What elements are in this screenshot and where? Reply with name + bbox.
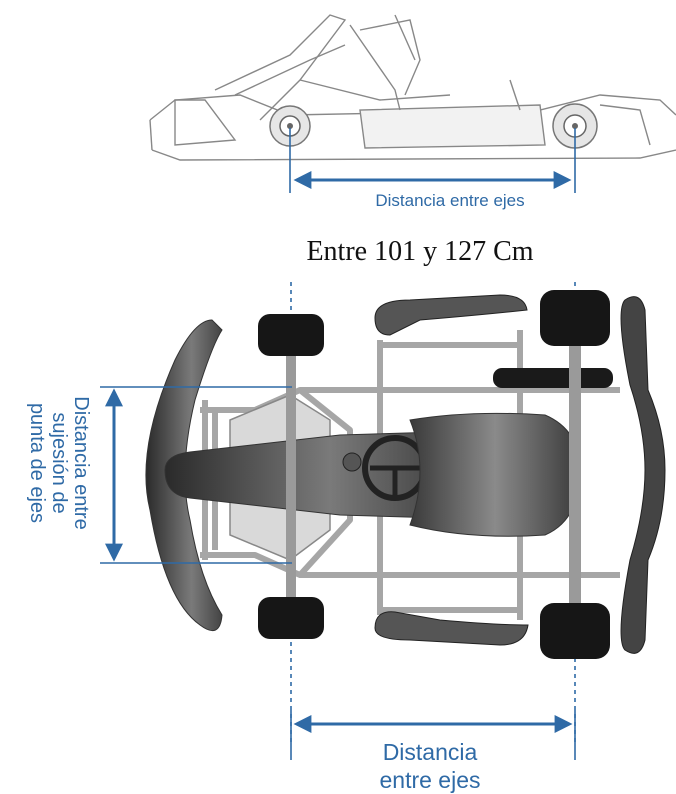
bottom-wheelbase-label-line-2: entre ejes	[379, 767, 481, 793]
axle-mount-dimension	[100, 386, 292, 564]
bottom-wheelbase-label: Distancia entre ejes	[330, 738, 530, 794]
axle-mount-label: Distancia entre sujesión de punta de eje…	[26, 348, 92, 578]
side-pod-lower	[374, 611, 529, 646]
side-pod-upper	[374, 294, 528, 336]
tires	[258, 290, 610, 659]
axle-mount-label-line-2: sujesión de	[48, 412, 70, 514]
side-wheelbase-dimension	[289, 128, 576, 193]
side-rear-wheel	[269, 105, 311, 147]
axle-mount-label-line-1: Distancia entre	[70, 396, 92, 530]
rear-bumper	[620, 296, 666, 654]
seat	[409, 412, 581, 537]
side-view-kart	[149, 14, 676, 161]
bottom-wheelbase-dimension	[290, 710, 576, 760]
bottom-wheelbase-label-line-1: Distancia	[382, 739, 478, 765]
axles	[286, 346, 581, 603]
axle-mount-label-line-3: punta de ejes	[26, 402, 48, 524]
engine-muffler	[493, 368, 613, 388]
wheelbase-range-heading: Entre 101 y 127 Cm	[306, 236, 534, 267]
axle-center-lines	[290, 282, 576, 745]
side-wheelbase-label: Distancia entre ejes	[375, 191, 525, 210]
fuel-cap	[342, 452, 362, 472]
